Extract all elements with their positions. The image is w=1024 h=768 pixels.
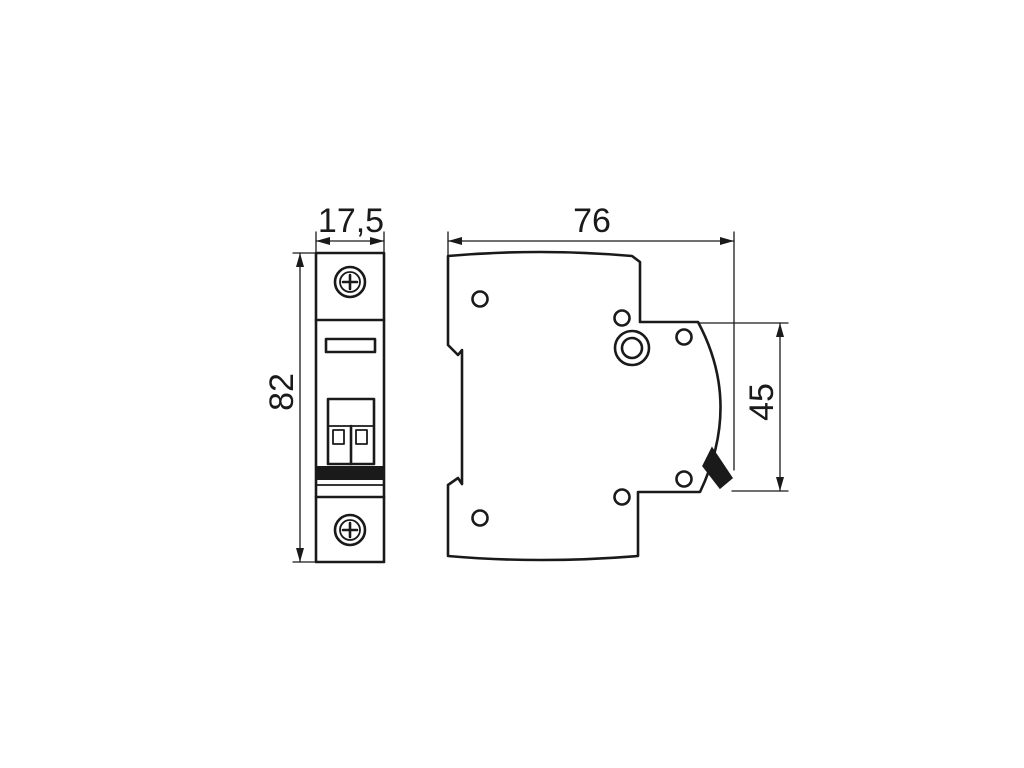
- side-view: [446, 250, 733, 562]
- side-hole-bottom-right: [613, 488, 631, 506]
- side-rivet-icon: [613, 329, 651, 367]
- side-hole-handle-top: [675, 328, 693, 346]
- label-window: [324, 337, 377, 354]
- side-hole-top-right: [613, 309, 631, 327]
- dimension-side-width: 76: [447, 202, 735, 471]
- toggle-lever-left: [332, 429, 345, 445]
- dimension-side-height: 45: [697, 322, 789, 492]
- front-body-outline: [314, 251, 386, 564]
- front-black-strip: [316, 466, 384, 480]
- dimension-front-width: 17,5: [315, 202, 385, 254]
- bottom-terminal-screw-icon: [333, 513, 367, 547]
- dimension-label-front-width: 17,5: [318, 202, 384, 240]
- side-body-outline: [446, 250, 722, 562]
- toggle-lever-right: [355, 429, 368, 445]
- dimension-label-side-width: 76: [573, 202, 611, 240]
- dimension-label-side-height: 45: [743, 383, 781, 421]
- front-view: [314, 251, 386, 564]
- dimension-front-height: 82: [263, 252, 317, 563]
- side-hole-bottom-left: [471, 509, 489, 527]
- side-hole-top-left: [471, 290, 489, 308]
- top-terminal-screw-icon: [333, 265, 367, 299]
- side-toggle-lever: [702, 446, 733, 490]
- dimension-label-front-height: 82: [263, 373, 301, 411]
- side-hole-handle-bottom: [675, 470, 693, 488]
